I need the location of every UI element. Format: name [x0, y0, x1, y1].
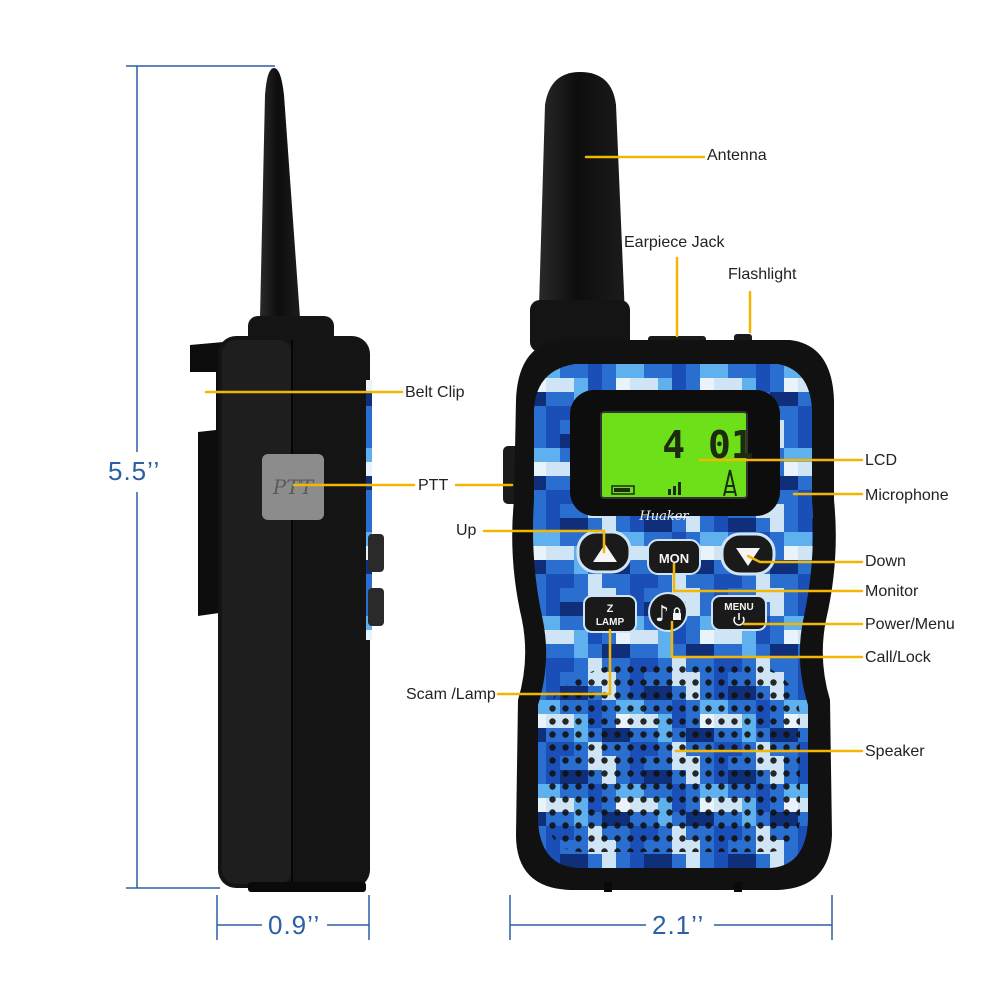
lcd-screen — [600, 411, 748, 499]
label-lcd: LCD — [865, 452, 898, 469]
side-view-radio: PTT — [190, 68, 384, 892]
signal-bars-icon — [668, 482, 681, 495]
lamp-button-text: LAMP — [596, 617, 625, 628]
tower-icon — [723, 469, 737, 497]
leader-lines — [204, 155, 864, 753]
side-antenna — [260, 68, 300, 318]
label-power-menu: Power/Menu — [865, 616, 955, 633]
leader-up — [482, 529, 606, 554]
front-antenna — [538, 72, 626, 340]
brand-logo: Huaker — [638, 509, 689, 524]
up-arrow-icon — [593, 544, 617, 562]
depth-dimension-label: 0.9’’ — [268, 910, 321, 940]
music-note-icon: ♪ — [655, 602, 669, 627]
label-flashlight: Flashlight — [728, 266, 797, 283]
leader-monitor — [672, 562, 864, 593]
ptt-button-text: PTT — [272, 475, 315, 499]
label-up: Up — [456, 522, 477, 539]
lamp-z-glyph: Z — [607, 603, 614, 615]
menu-button-text: MENU — [724, 602, 753, 613]
leader-call-lock — [670, 620, 864, 659]
power-icon — [733, 613, 745, 626]
side-button-lower — [368, 588, 384, 626]
lock-icon — [673, 613, 681, 620]
width-dimension-label: 2.1’’ — [652, 910, 705, 940]
battery-icon — [611, 485, 635, 495]
label-speaker: Speaker — [865, 743, 925, 760]
label-earpiece-jack: Earpiece Jack — [624, 234, 725, 251]
width-dimension — [509, 895, 833, 940]
mon-button-text: MON — [659, 551, 689, 566]
label-call-lock: Call/Lock — [865, 649, 931, 666]
label-antenna: Antenna — [707, 147, 767, 164]
height-dimension-label: 5.5’’ — [108, 456, 161, 486]
call-lock-button — [648, 592, 688, 632]
label-belt-clip: Belt Clip — [405, 384, 465, 401]
label-scam-lamp: Scam /Lamp — [406, 686, 496, 703]
label-down: Down — [865, 553, 906, 570]
label-microphone: Microphone — [865, 487, 949, 504]
leader-down — [746, 554, 864, 564]
front-view-radio: 4 01 Huaker MON Z LAMP ♪ MENU — [503, 72, 836, 892]
height-dimension — [126, 65, 275, 889]
label-monitor: Monitor — [865, 583, 919, 600]
ptt-button — [262, 454, 324, 520]
side-button-upper — [368, 534, 384, 572]
leader-scam-lamp — [496, 628, 612, 696]
depth-dimension — [216, 895, 370, 940]
label-ptt: PTT — [418, 477, 449, 494]
side-camo-strip — [366, 380, 372, 640]
front-antenna-collar — [530, 300, 630, 352]
speaker-grille — [548, 663, 800, 852]
